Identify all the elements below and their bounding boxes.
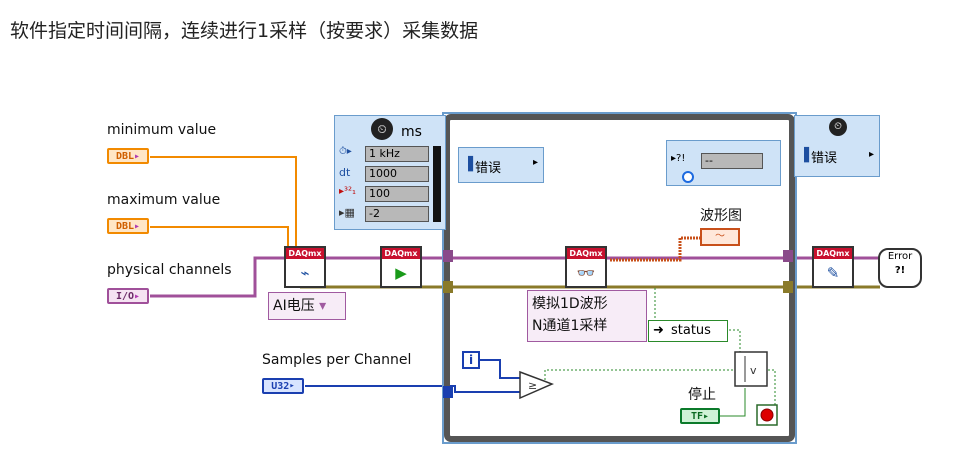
rate-field[interactable]: 1 kHz [365, 146, 429, 162]
waveform-label: 波形图 [700, 208, 742, 224]
page-title: 软件指定时间间隔，连续进行1采样（按要求）采集数据 [10, 20, 479, 42]
status-unbundle[interactable]: ➜ status [648, 320, 728, 342]
spc-label: Samples per Channel [262, 352, 412, 368]
max-label: maximum value [107, 192, 221, 208]
error-case-left-label: 错误 [475, 161, 502, 176]
selector-icon: ▐ [463, 157, 473, 172]
arrow-right-icon: ▸ [533, 157, 539, 168]
ms-label: ms [401, 124, 422, 140]
daq-clear-task-vi[interactable]: DAQmx ✎ [812, 246, 854, 288]
dt-field[interactable]: 1000 [365, 166, 429, 182]
error-handler-vi[interactable]: Error?! [878, 248, 922, 288]
stop-label: 停止 [688, 387, 716, 403]
min-terminal[interactable]: DBL▸ [107, 148, 149, 164]
clock-icon: ⏲ [829, 118, 847, 136]
max-wire [150, 226, 289, 248]
rate-icon: ⏱▸ [339, 146, 352, 157]
arrow-right-icon: ▸ [869, 149, 875, 160]
phys-terminal[interactable]: I/O▸ [107, 288, 149, 304]
compare-wire [544, 369, 735, 384]
status-bool-icon: ▸?! [671, 153, 686, 164]
read-type-dropdown[interactable]: 模拟1D波形 N通道1采样 [527, 290, 647, 342]
play-icon: ▶ [395, 263, 407, 282]
or-wire [768, 369, 776, 410]
case-circle-icon [682, 171, 694, 183]
u32-wire [305, 385, 520, 393]
timing-node[interactable]: ⏲ ms ⏱▸ 1 kHz dt 1000 ▸³²₁ 100 ▸▦ -2 [334, 115, 446, 230]
spc-terminal[interactable]: U32▸ [262, 378, 304, 394]
waveform-graph-terminal[interactable]: 〜 [700, 228, 740, 246]
svg-text:≥: ≥ [528, 379, 537, 392]
dt-label: dt [339, 166, 351, 179]
max-terminal[interactable]: DBL▸ [107, 218, 149, 234]
while-loop-frame [444, 114, 795, 442]
eraser-icon: ✎ [826, 263, 840, 282]
timing-bar [433, 146, 441, 222]
error-case-inner[interactable]: ▸?! -- [666, 140, 781, 186]
daq-create-channel-vi[interactable]: DAQmx ⌁ [284, 246, 326, 288]
selector-icon: ▐ [799, 148, 809, 163]
phys-label: physical channels [107, 262, 232, 278]
count-field[interactable]: 100 [365, 186, 429, 202]
sequence-frame [442, 112, 797, 444]
last-field[interactable]: -2 [365, 206, 429, 222]
daq-start-task-vi[interactable]: DAQmx ▶ [380, 246, 422, 288]
min-label: minimum value [107, 122, 217, 138]
arrow-right-icon: ➜ [653, 323, 664, 338]
iteration-terminal: i [462, 351, 480, 369]
min-wire [150, 156, 297, 248]
stop-button-terminal[interactable]: TF▸ [680, 408, 720, 424]
channel-icon: ⌁ [300, 263, 310, 282]
svg-text:v: v [750, 364, 757, 377]
wave-wire [610, 236, 700, 262]
or-node [734, 351, 768, 387]
daq-read-vi[interactable]: DAQmx 👓 [565, 246, 607, 288]
chip-icon: ▸▦ [339, 206, 355, 219]
glasses-icon: 👓 [576, 263, 596, 282]
compare-node [519, 370, 554, 400]
dash-field[interactable]: -- [701, 153, 763, 169]
clock-icon: ⏲ [371, 118, 393, 140]
error-case-right[interactable]: ⏲ ▐ 错误 ▸ [794, 115, 880, 177]
count-icon: ▸³²₁ [339, 186, 357, 197]
error-case-left[interactable]: ▐ 错误 ▸ [458, 147, 544, 183]
iter-wire [465, 359, 522, 379]
error-case-right-label: 错误 [811, 151, 838, 166]
stop-wire [720, 388, 746, 417]
channel-type-dropdown[interactable]: AI电压 ▾ [268, 292, 346, 320]
